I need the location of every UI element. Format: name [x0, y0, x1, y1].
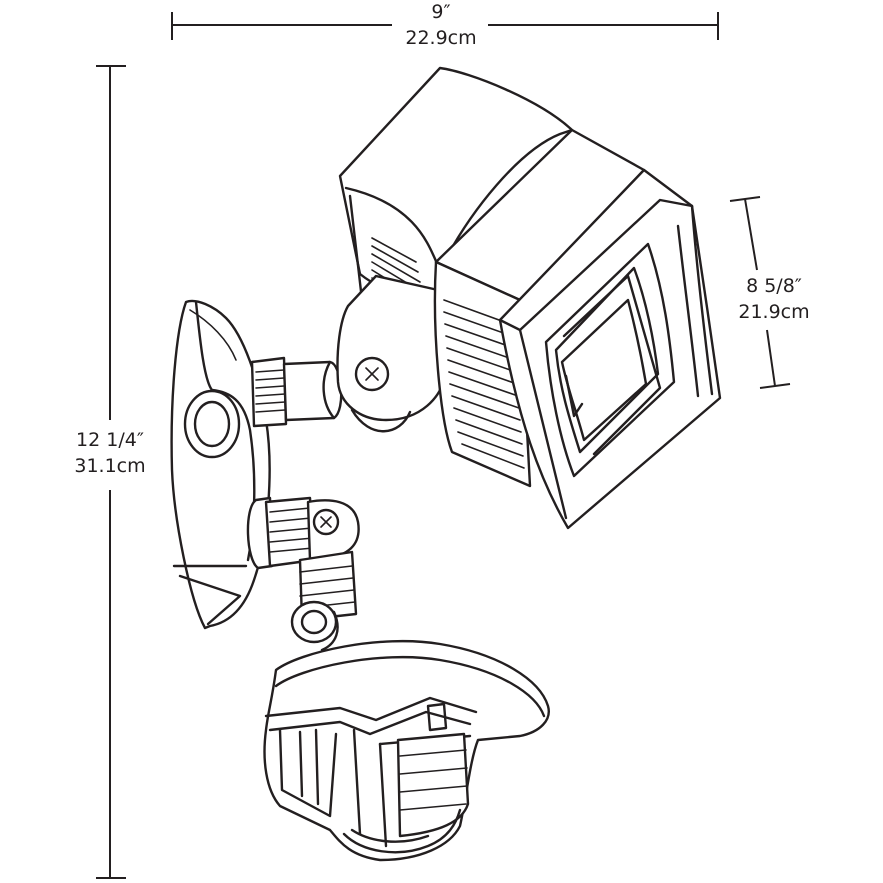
wall-mount-plate	[170, 299, 271, 630]
light-head	[336, 66, 722, 530]
motion-sensor	[263, 639, 550, 862]
depth-metric-label: 21.9cm	[738, 301, 809, 323]
depth-line-top	[744, 198, 758, 271]
head-depth-dimension: 8 5/8″ 21.9cm	[729, 196, 810, 389]
side-vents	[443, 299, 525, 469]
head-knuckle	[336, 274, 448, 422]
height-metric-label: 31.1cm	[74, 455, 145, 477]
height-dimension: 12 1/4″ 31.1cm	[74, 65, 146, 879]
sensor-arm	[246, 496, 360, 652]
upper-arm	[250, 356, 343, 428]
width-dimension: 9″ 22.9cm	[171, 1, 719, 49]
depth-imperial-label: 8 5/8″	[746, 275, 802, 297]
width-metric-label: 22.9cm	[405, 27, 476, 49]
mounting-hole	[183, 389, 241, 459]
height-imperial-label: 12 1/4″	[76, 429, 144, 451]
front-bezel	[498, 168, 722, 530]
depth-line-bottom	[766, 329, 776, 387]
width-imperial-label: 9″	[431, 1, 450, 23]
sensor-lens	[396, 732, 470, 838]
